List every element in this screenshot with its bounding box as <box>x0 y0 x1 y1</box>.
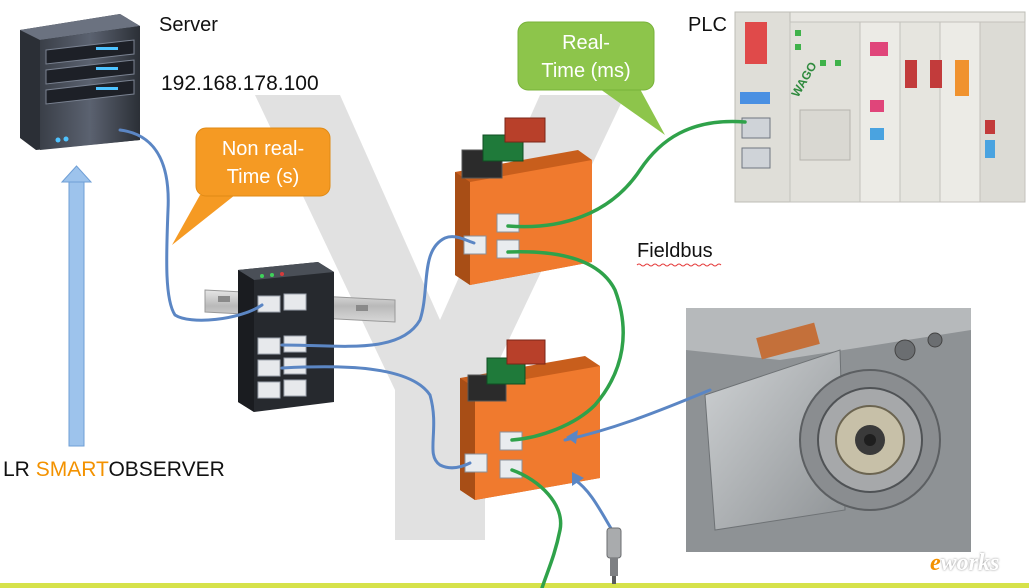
fieldbus-cables <box>506 119 747 588</box>
eworks-watermark-e: e <box>930 550 941 576</box>
observer-label: LR SMARTOBSERVER <box>3 458 225 482</box>
eworks-watermark: eworks <box>930 550 999 577</box>
callout-non-realtime-line2: Time (s) <box>226 166 300 188</box>
observer-highlight: SMART <box>35 458 109 481</box>
machine-spindle-photo <box>686 308 971 552</box>
bottom-accent-line <box>0 583 1029 588</box>
server-icon <box>20 14 140 150</box>
observer-suffix: OBSERVER <box>108 458 225 481</box>
callout-realtime-line1: Real- <box>562 32 610 54</box>
server-label: Server <box>159 14 218 36</box>
plc-device <box>734 11 1026 203</box>
callout-non-realtime-text: Non real- Time (s) <box>196 135 330 191</box>
cable-arrow-sensor-2 <box>572 472 584 486</box>
sensor-module-top <box>455 117 592 285</box>
ethernet-cables <box>118 128 712 532</box>
callout-non-realtime <box>172 127 331 245</box>
server-ip-label: 192.168.178.100 <box>161 72 319 95</box>
cable-arrow-sensor-1 <box>566 430 578 444</box>
vibration-sensor-icon <box>606 527 622 584</box>
fieldbus-label: Fieldbus <box>637 240 713 262</box>
ethernet-switch <box>238 262 334 412</box>
sensor-module-bottom <box>460 339 600 500</box>
observer-prefix: LR <box>3 458 36 481</box>
plc-label: PLC <box>688 14 727 36</box>
observer-arrow <box>60 165 93 447</box>
callout-realtime-text: Real- Time (ms) <box>518 29 654 85</box>
fieldbus-spellcheck-underline <box>636 263 722 267</box>
callout-non-realtime-line1: Non real- <box>221 138 305 160</box>
callout-realtime <box>517 21 665 135</box>
callout-realtime-line2: Time (ms) <box>541 60 631 82</box>
eworks-watermark-rest: works <box>940 550 1000 576</box>
